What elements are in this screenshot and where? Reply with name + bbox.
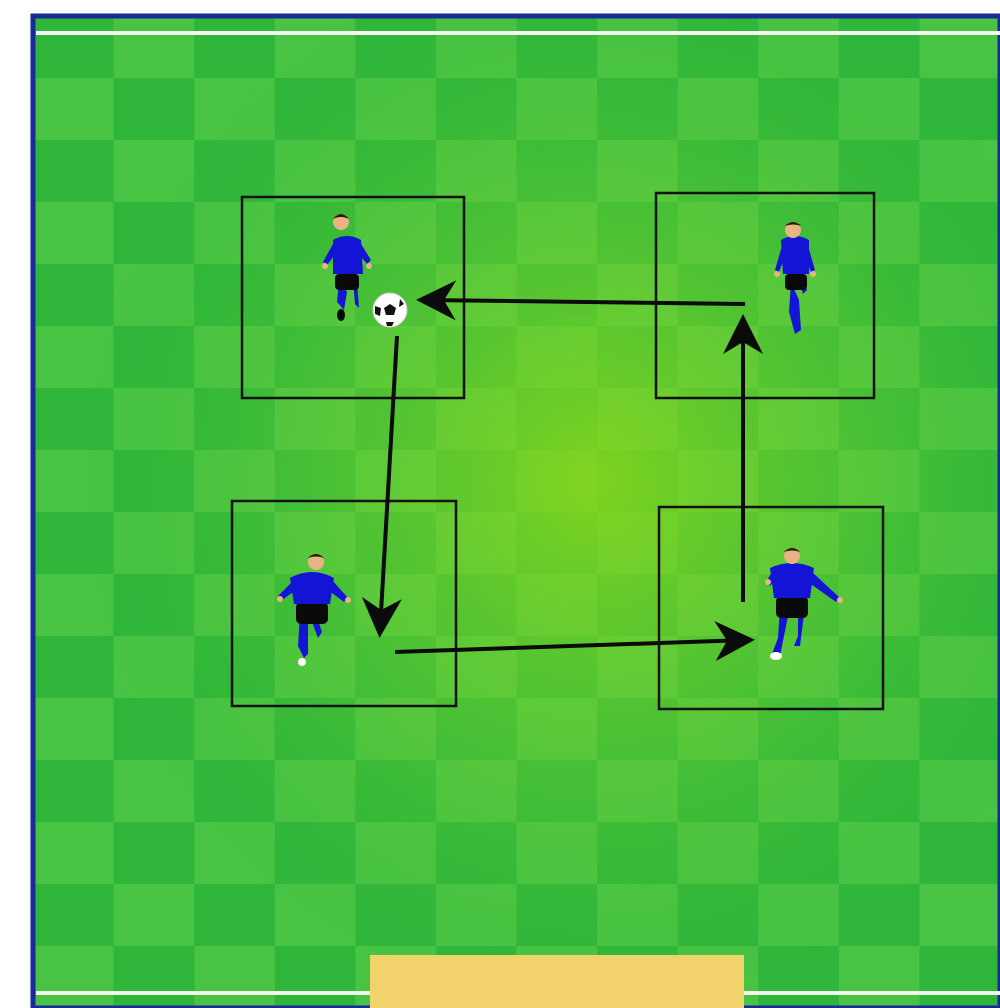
caption-box xyxy=(370,955,744,1008)
field-center-glow xyxy=(33,16,1000,1008)
soccer-ball-icon xyxy=(373,293,407,327)
